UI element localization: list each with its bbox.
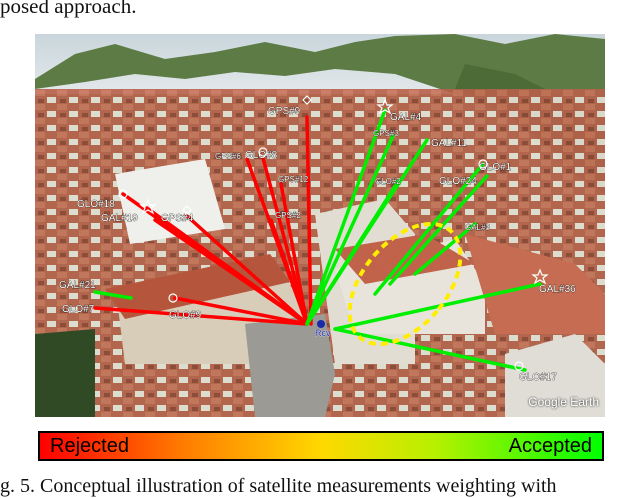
line-glo1	[373, 162, 485, 296]
line-gal21	[93, 290, 133, 300]
colorbar-left-label: Rejected	[50, 435, 129, 457]
glo-marker-icon	[168, 293, 178, 303]
colorbar-right-label: Accepted	[508, 435, 592, 457]
label-gps6: GPS#6	[215, 152, 241, 161]
label-gps2: GPS#2	[275, 211, 301, 220]
receiver-marker	[317, 320, 325, 328]
label-gps9: GPS#9	[268, 106, 301, 117]
figure-caption: g. 5. Conceptual illustration of satelli…	[0, 475, 557, 497]
glo-marker-icon	[118, 189, 128, 199]
house-right	[505, 334, 605, 417]
gal-marker-icon	[531, 268, 549, 285]
glo-marker-icon	[514, 361, 524, 371]
label-gal11: GAL#11	[431, 138, 467, 149]
label-glo1: GLO#1	[479, 162, 512, 173]
line-gps12	[279, 182, 309, 326]
line-gal36	[333, 282, 542, 331]
label-glo24: GLO#24	[439, 176, 477, 187]
parking	[245, 314, 335, 417]
label-glo18: GLO#18	[77, 199, 115, 210]
line-glo7	[93, 306, 309, 326]
accepted-lines	[93, 108, 542, 372]
line-glo17	[333, 327, 527, 372]
gps-marker-icon	[302, 95, 312, 105]
line-gps2	[269, 218, 309, 326]
colorbar: Rejected Accepted	[38, 431, 604, 461]
glo-marker-icon	[478, 159, 488, 169]
roof-left	[105, 254, 290, 319]
preceding-text: posed approach.	[0, 0, 137, 18]
line-glo9	[173, 296, 309, 326]
gps-marker-icon	[182, 205, 192, 215]
line-glo2	[305, 178, 401, 326]
line-gal4	[305, 108, 387, 326]
line-gps9	[305, 115, 313, 326]
label-glo17: GLO#17	[519, 372, 557, 383]
line-gal19	[153, 218, 309, 326]
line-gps4b	[185, 214, 309, 326]
apartment-block	[115, 159, 225, 244]
label-gps3: GPS#3	[373, 129, 399, 138]
uncertainty-ellipse	[347, 221, 463, 347]
line-glo24	[388, 174, 489, 286]
trees-left	[35, 329, 95, 417]
line-glo8	[261, 156, 309, 326]
glo-marker-icon	[258, 147, 268, 157]
label-gps12: GPS#12	[278, 175, 309, 184]
google-earth-watermark: Google Earth	[528, 395, 599, 409]
label-glo9: GLO#9	[169, 310, 202, 321]
label-gps4: GPS#4	[161, 213, 194, 224]
label-gal3: GAL#3	[465, 223, 490, 232]
gal-marker-icon	[376, 98, 394, 115]
label-gal21: GAL#21	[59, 280, 96, 291]
label-gal36: GAL#36	[539, 284, 576, 295]
figure-image: Rcv GPS#9 GAL#4 GPS#3 GAL#11 GPS#6 GLO#8…	[35, 34, 605, 417]
receiver-label: Rcv	[315, 328, 331, 338]
label-glo7: GLO#7	[62, 304, 95, 315]
label-gal4: GAL#4	[390, 112, 422, 123]
figure-scene: Rcv GPS#9 GAL#4 GPS#3 GAL#11 GPS#6 GLO#8…	[35, 34, 605, 417]
mountains	[35, 34, 605, 174]
line-gps3	[305, 134, 395, 326]
line-gal3	[413, 222, 477, 276]
rejected-lines	[93, 115, 313, 326]
label-glo2: GLO#2	[375, 177, 401, 186]
satellite-markers	[118, 95, 549, 371]
label-gal19: GAL#19	[101, 213, 138, 224]
gal-marker-icon	[139, 198, 157, 215]
